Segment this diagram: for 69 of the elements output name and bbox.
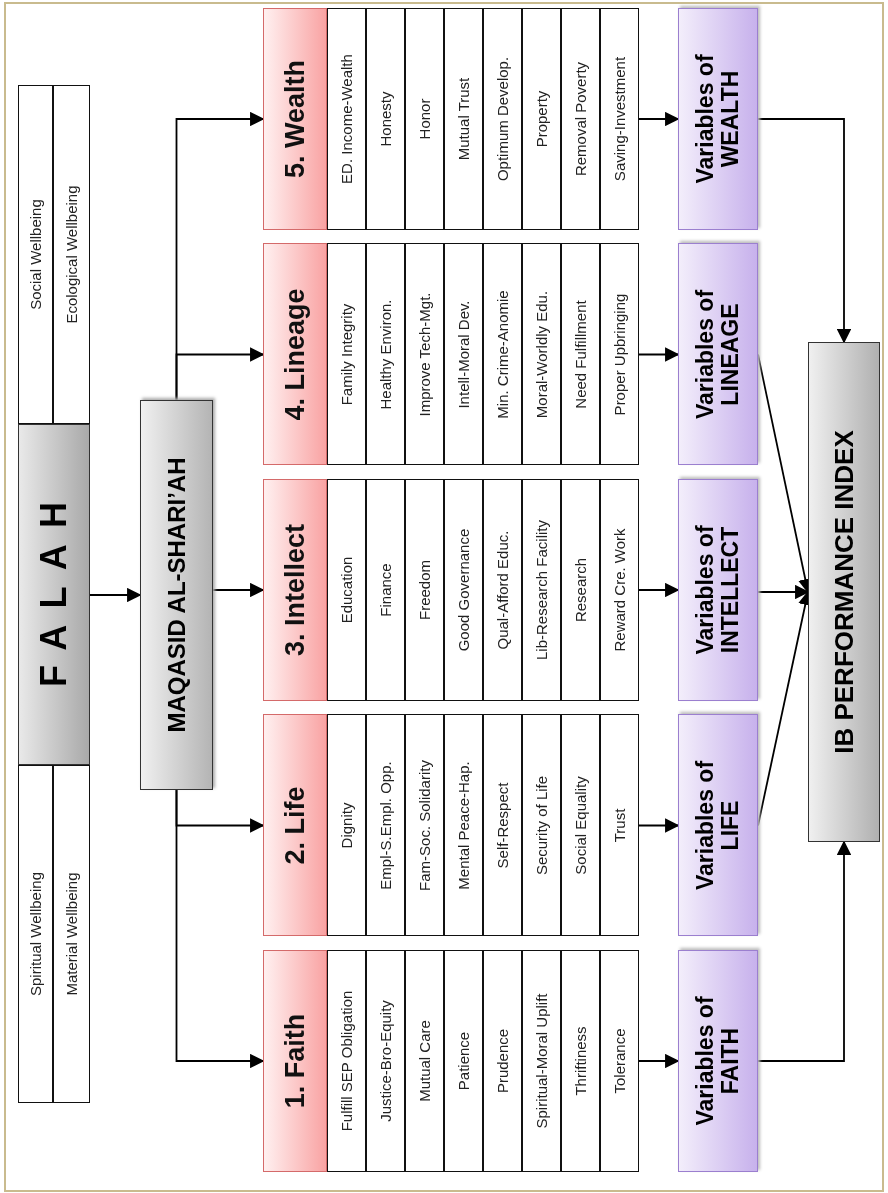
title-box: FALAH (18, 424, 90, 765)
table-cell: Thriftiness (561, 950, 600, 1172)
table-cell: Tolerance (600, 950, 639, 1172)
table-cell: Prudence (483, 950, 522, 1172)
arrow (212, 582, 265, 598)
arrow (757, 840, 852, 1062)
table-cell: Material Wellbeing (53, 765, 90, 1103)
process-box: MAQASID AL-SHARI’AH (140, 400, 213, 790)
variable-box: Variables of WEALTH (678, 8, 758, 230)
table-cell: Social Wellbeing (18, 85, 53, 424)
table-cell: Honor (405, 8, 444, 230)
table-cell: Empl-S.Empl. Opp. (366, 714, 405, 937)
table-cell: Good Governance (444, 479, 483, 701)
table-cell: Family Integrity (327, 243, 366, 466)
table-cell: Mutual Trust (444, 8, 483, 230)
table-cell: Trust (600, 714, 639, 937)
arrow (757, 118, 852, 344)
category-box: 1. Faith (263, 950, 327, 1172)
arrow (175, 111, 265, 401)
table-cell: Moral-Worldly Edu. (522, 243, 561, 466)
table-cell: Saving-Investment (600, 8, 639, 230)
table-cell: Dignity (327, 714, 366, 937)
table-cell: Fulfill SEP Obligation (327, 950, 366, 1172)
arrow (638, 818, 680, 833)
table-cell: Ecological Wellbeing (53, 85, 90, 424)
arrow (638, 582, 680, 598)
category-box: 5. Wealth (263, 8, 327, 230)
table-cell: Social Equality (561, 714, 600, 937)
table-cell: Proper Upbringing (600, 243, 639, 466)
table-cell: Self-Respect (483, 714, 522, 937)
variable-box: Variables of FAITH (678, 950, 758, 1172)
table-cell: Education (327, 479, 366, 701)
table-cell: Optimum Develop. (483, 8, 522, 230)
variable-box: Variables of INTELLECT (678, 479, 758, 701)
table-cell: Healthy Environ. (366, 243, 405, 466)
arrow (638, 347, 680, 362)
table-cell: Finance (366, 479, 405, 701)
table-cell: Security of Life (522, 714, 561, 937)
variable-box: Variables of LINEAGE (678, 243, 758, 466)
table-cell: Reward Cre. Work (600, 479, 639, 701)
arrow (89, 587, 142, 603)
arrow (638, 1053, 680, 1069)
table-cell: Mental Peace-Hap. (444, 714, 483, 937)
table-cell: Freedom (405, 479, 444, 701)
table-cell: Intell-Moral Dev. (444, 243, 483, 466)
table-cell: Fam-Soc. Solidarity (405, 714, 444, 937)
arrow (175, 789, 265, 833)
result-box: IB PERFORMANCE INDEX (808, 342, 880, 842)
table-cell: Patience (444, 950, 483, 1172)
table-cell: Justice-Bro-Equity (366, 950, 405, 1172)
table-cell: Honesty (366, 8, 405, 230)
table-cell: Qual-Afford Educ. (483, 479, 522, 701)
table-cell: Improve Tech-Mgt. (405, 243, 444, 466)
table-cell: Min. Crime-Anomie (483, 243, 522, 466)
table-cell: ED. Income-Wealth (327, 8, 366, 230)
arrow (757, 584, 810, 600)
table-cell: Mutual Care (405, 950, 444, 1172)
variable-box: Variables of LIFE (678, 714, 758, 937)
table-cell: Need Fulfillment (561, 243, 600, 466)
category-box: 4. Lineage (263, 243, 327, 466)
table-cell: Lib-Research Facility (522, 479, 561, 701)
category-box: 3. Intellect (263, 479, 327, 701)
arrow (638, 111, 680, 127)
category-box: 2. Life (263, 714, 327, 937)
table-cell: Property (522, 8, 561, 230)
table-cell: Research (561, 479, 600, 701)
table-cell: Removal Poverty (561, 8, 600, 230)
table-cell: Spiritual Wellbeing (18, 765, 53, 1103)
table-cell: Spiritual-Moral Uplift (522, 950, 561, 1172)
